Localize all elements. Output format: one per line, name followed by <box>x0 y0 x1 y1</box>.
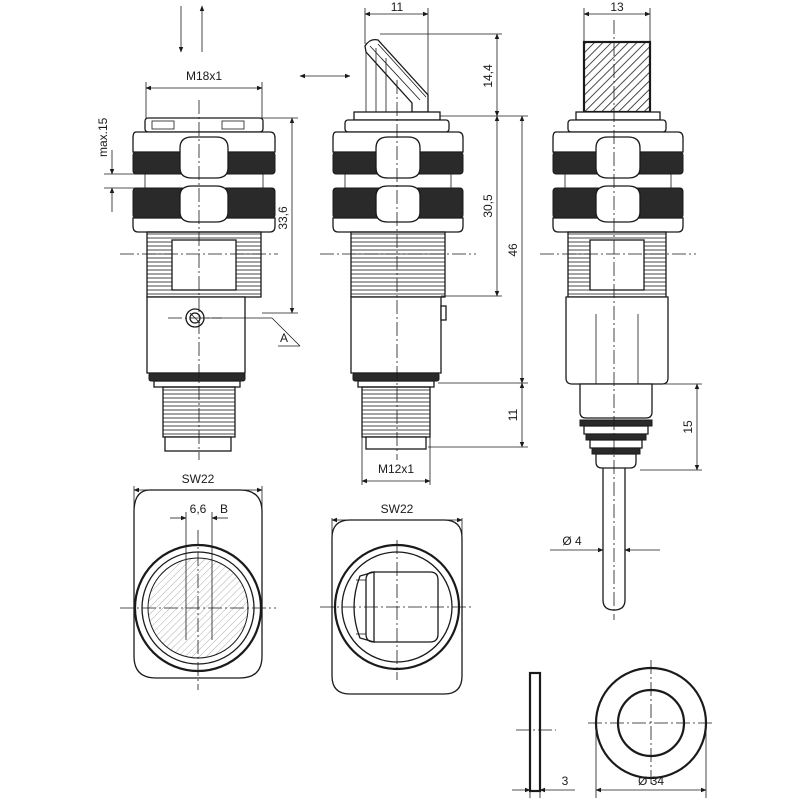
end-view-lens: SW22 6,6 B <box>120 472 276 690</box>
knob-slot <box>365 571 439 643</box>
dim-11-side-label: 11 <box>506 408 520 421</box>
washer: 3 Ø 34 <box>512 660 714 798</box>
sw22-left-label: SW22 <box>182 472 215 486</box>
dim-13-label: 13 <box>610 0 624 14</box>
max-15-label: max.15 <box>96 117 110 157</box>
side-view-sensor: 11 14,4 30,5 46 11 M12x1 <box>299 0 528 485</box>
lower-housing <box>146 296 246 374</box>
callout-b-label: B <box>220 502 228 516</box>
dia-34-label: Ø 34 <box>638 774 664 788</box>
dim-6-6-label: 6,6 <box>190 502 207 516</box>
dim-46-label: 46 <box>506 243 520 257</box>
front-view-sensor: M18x1 max.15 33,6 A <box>96 5 301 460</box>
dim-11-top-label: 11 <box>391 0 404 14</box>
knob-top-view: SW22 <box>320 502 474 695</box>
cable-version-sensor: 13 15 Ø 4 <box>540 0 702 620</box>
hatched-knob <box>582 40 652 114</box>
dim-3-label: 3 <box>562 774 569 788</box>
callout-a-label: A <box>280 331 288 345</box>
dia-4-label: Ø 4 <box>562 534 582 548</box>
dim-30-5-label: 30,5 <box>481 194 495 218</box>
cable-housing <box>565 296 669 385</box>
dim-14-4-label: 14,4 <box>481 64 495 88</box>
dim-15-label: 15 <box>681 420 695 434</box>
m12-label: M12x1 <box>378 462 414 476</box>
sw22-mid-label: SW22 <box>381 502 414 516</box>
washer-side <box>528 671 542 793</box>
top-cap <box>144 117 264 133</box>
m18-label: M18x1 <box>186 69 222 83</box>
hex-outline <box>133 489 263 679</box>
dim-33-6-label: 33,6 <box>276 206 290 230</box>
upper-window <box>179 136 229 179</box>
lower-window <box>179 185 229 223</box>
